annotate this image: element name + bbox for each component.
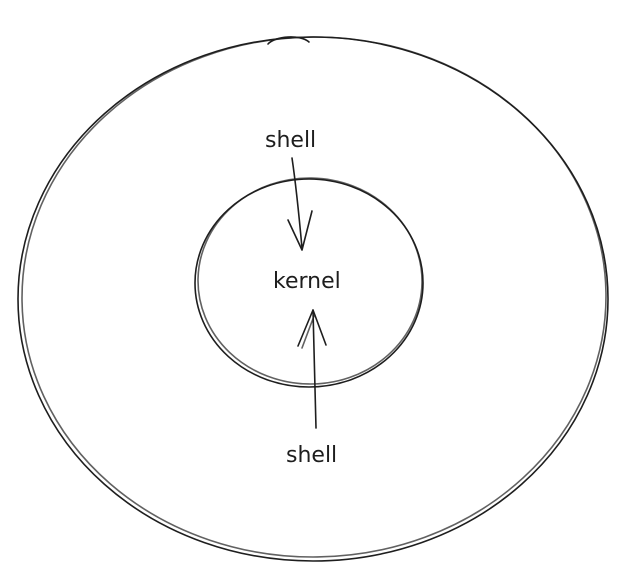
bottom-shell-label: shell [286, 443, 337, 468]
kernel-label: kernel [273, 269, 341, 294]
inner-circle [194, 177, 424, 388]
top-shell-label: shell [265, 128, 316, 153]
top-arrow [287, 157, 313, 251]
bottom-arrow [297, 309, 327, 429]
outer-ellipse [17, 36, 609, 562]
